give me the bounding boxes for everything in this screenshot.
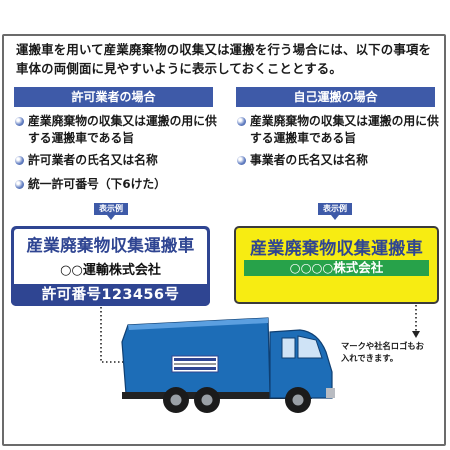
- truck-window: [297, 335, 323, 359]
- licensed-sample-plate: 産業廃棄物収集運搬車 ○○運輸株式会社 許可番号123456号: [11, 226, 210, 306]
- connector-arrow-right: [412, 331, 420, 338]
- plate1-title: 産業廃棄物収集運搬車: [26, 236, 195, 255]
- licensed-item-1: 産業廃棄物の収集又は運搬の用に供する運搬車である旨: [14, 113, 219, 147]
- bullet-icon: [237, 117, 246, 126]
- self-transport-sample-plate: 産業廃棄物収集運搬車 ○○○○株式会社: [234, 226, 439, 304]
- content-frame: [2, 34, 446, 446]
- self-item-1: 産業廃棄物の収集又は運搬の用に供する運搬車である旨: [236, 113, 441, 147]
- bullet-icon: [15, 117, 24, 126]
- example-tag-right: 表示例: [318, 203, 352, 220]
- truck-bumper: [326, 388, 335, 398]
- plate2-title: 産業廃棄物収集運搬車: [250, 239, 423, 259]
- licensed-header: 許可業者の場合: [14, 87, 213, 107]
- licensed-item-3-text: 統一許可番号（下6けた）: [28, 177, 166, 191]
- truck-bed-highlight: [128, 318, 268, 330]
- plate1-company: ○○運輸株式会社: [60, 263, 161, 278]
- bullet-icon: [15, 180, 24, 189]
- self-transport-header: 自己運搬の場合: [236, 87, 435, 107]
- plate1-license-number: 許可番号123456号: [11, 284, 210, 306]
- self-item-2-text: 事業者の氏名又は名称: [250, 153, 368, 167]
- self-item-1-text: 産業廃棄物の収集又は運搬の用に供する運搬車である旨: [250, 114, 439, 145]
- example-tag-left: 表示例: [94, 203, 128, 220]
- licensed-item-1-text: 産業廃棄物の収集又は運搬の用に供する運搬車である旨: [28, 114, 217, 145]
- self-item-2: 事業者の氏名又は名称: [236, 152, 441, 169]
- bullet-icon: [237, 156, 246, 165]
- truck-side-window: [281, 337, 296, 359]
- licensed-item-2-text: 許可業者の氏名又は名称: [28, 153, 158, 167]
- plate2-company: ○○○○株式会社: [244, 260, 429, 276]
- licensed-item-3: 統一許可番号（下6けた）: [14, 176, 219, 193]
- logo-note: マークや社名ロゴもお入れできます。: [341, 341, 424, 363]
- licensed-item-2: 許可業者の氏名又は名称: [14, 152, 219, 169]
- truck-wheels: [163, 387, 311, 413]
- intro-text: 運搬車を用いて産業廃棄物の収集又は運搬を行う場合には、以下の事項を車体の両側面に…: [16, 42, 432, 76]
- bullet-icon: [15, 156, 24, 165]
